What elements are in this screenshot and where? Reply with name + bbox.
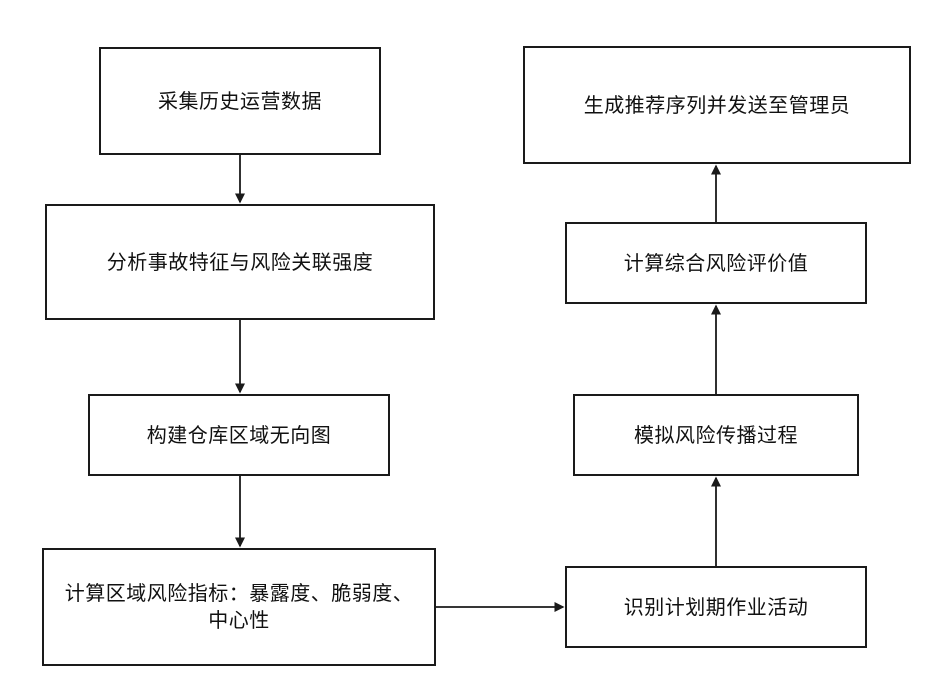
node-label: 计算综合风险评价值 (624, 250, 809, 277)
node-label: 采集历史运营数据 (158, 88, 322, 115)
node-build-warehouse-graph: 构建仓库区域无向图 (88, 394, 390, 476)
node-analyze-accident-risk: 分析事故特征与风险关联强度 (45, 204, 435, 320)
node-calc-region-risk-metrics: 计算区域风险指标：暴露度、脆弱度、 中心性 (42, 548, 436, 666)
node-identify-planned-activities: 识别计划期作业活动 (565, 566, 867, 648)
node-simulate-risk-propagation: 模拟风险传播过程 (573, 394, 859, 476)
node-label: 模拟风险传播过程 (634, 422, 798, 449)
node-generate-recommendation: 生成推荐序列并发送至管理员 (523, 46, 911, 164)
node-label: 识别计划期作业活动 (624, 594, 809, 621)
node-calc-comprehensive-risk: 计算综合风险评价值 (565, 222, 867, 304)
node-label: 生成推荐序列并发送至管理员 (584, 92, 851, 119)
node-label: 分析事故特征与风险关联强度 (107, 249, 374, 276)
node-label: 计算区域风险指标：暴露度、脆弱度、 中心性 (65, 580, 414, 634)
node-label: 构建仓库区域无向图 (147, 422, 332, 449)
node-collect-historical-data: 采集历史运营数据 (99, 47, 381, 155)
